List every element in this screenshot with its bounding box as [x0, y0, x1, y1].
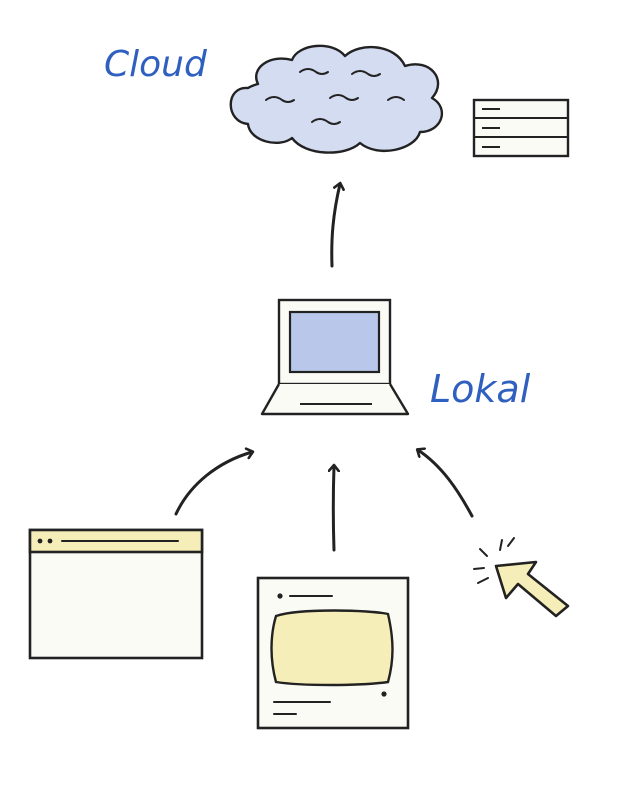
local-label: Lokal	[430, 367, 531, 411]
arrow-laptop-to-cloud	[330, 184, 340, 268]
arrow-cursor-to-laptop	[418, 450, 474, 518]
laptop-icon	[260, 298, 410, 416]
cloud-icon	[229, 44, 443, 154]
server-icon	[472, 98, 570, 158]
arrow-tablet-to-laptop	[333, 466, 334, 552]
arrow-browser-to-laptop	[174, 452, 252, 516]
browser-window-icon	[28, 528, 204, 660]
click-burst-icon	[473, 537, 515, 584]
cloud-label: Cloud	[104, 44, 208, 85]
mouse-pointer-icon	[473, 537, 570, 618]
tablet-icon	[256, 576, 410, 730]
